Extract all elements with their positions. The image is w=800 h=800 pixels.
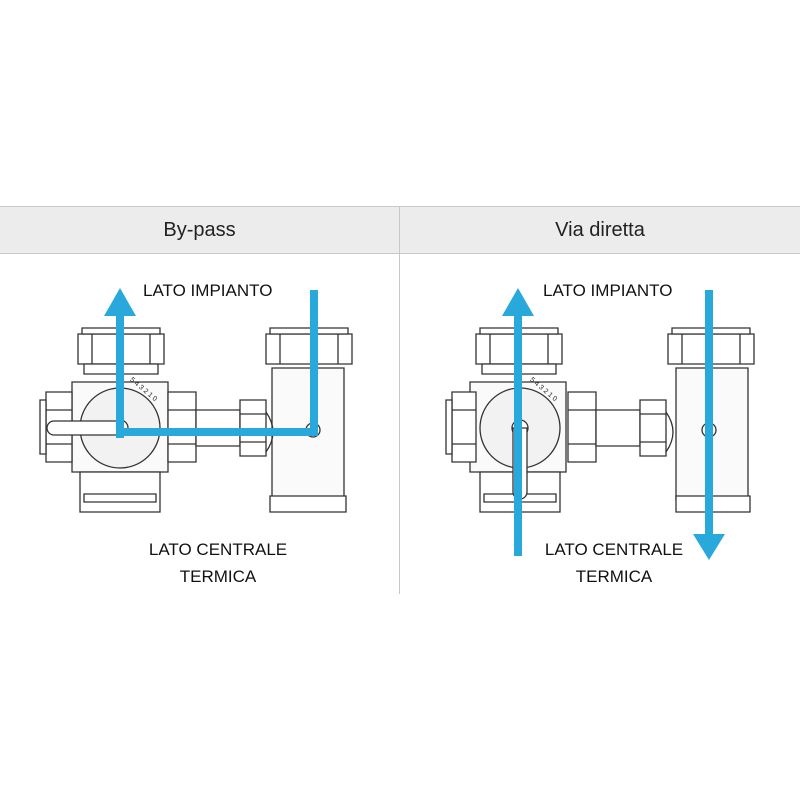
direct-flow-arrows bbox=[502, 288, 725, 560]
bypass-flow-arrow bbox=[104, 288, 318, 438]
right-side-nut bbox=[167, 391, 197, 463]
comparison-table: By-pass Via diretta bbox=[0, 206, 800, 594]
bottom-fitting bbox=[79, 471, 161, 513]
selector-handle bbox=[46, 420, 121, 436]
direct-column-title: Via diretta bbox=[555, 219, 645, 241]
bypass-label-bottom-2: TERMICA bbox=[180, 567, 257, 586]
bypass-label-bottom-1: LATO CENTRALE bbox=[149, 540, 287, 559]
direct-valve-diagram: 5 4 3 2 1 0 LATO IMPIANTO LATO CENTRALE … bbox=[445, 281, 755, 586]
direct-label-bottom-1: LATO CENTRALE bbox=[545, 540, 683, 559]
bypass-label-top: LATO IMPIANTO bbox=[143, 281, 272, 300]
bypass-column-title: By-pass bbox=[163, 219, 236, 241]
direct-panel: 5 4 3 2 1 0 LATO IMPIANTO LATO CENTRALE … bbox=[400, 252, 799, 594]
bypass-panel: 5 4 3 2 1 0 LATO IMPIANTO LATO CENTRALE … bbox=[0, 252, 399, 594]
direct-label-bottom-2: TERMICA bbox=[576, 567, 653, 586]
header-row: By-pass Via diretta bbox=[0, 206, 800, 254]
direct-label-top: LATO IMPIANTO bbox=[543, 281, 672, 300]
column-divider bbox=[399, 206, 400, 594]
bypass-valve-diagram: 5 4 3 2 1 0 LATO IMPIANTO LATO CENTRALE … bbox=[39, 281, 353, 586]
